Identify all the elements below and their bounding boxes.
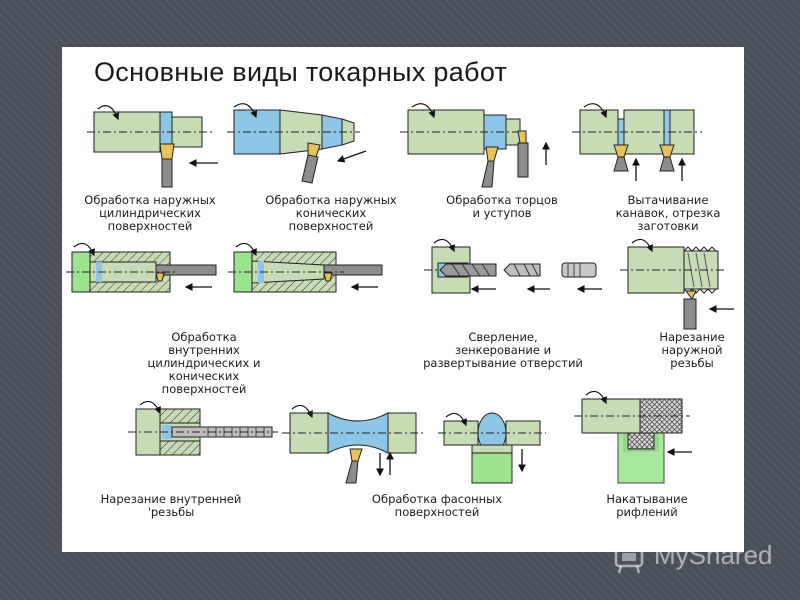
fig-external-cylindrical — [87, 105, 218, 188]
fig-form-turning-b — [438, 412, 546, 484]
caption-external-thread: Нарезание наружной резьбы — [659, 330, 725, 370]
caption-internal: Обработка внутренних цилиндрических и ко… — [147, 330, 261, 396]
caption-drilling: Сверление, зенкерование и развертывание … — [423, 330, 583, 370]
caption-knurling: Накатывание рифлений — [606, 492, 688, 519]
caption-form: Обработка фасонных поверхностей — [371, 492, 503, 519]
watermark-text: MyShared — [654, 540, 773, 570]
fig-internal-boring-b — [228, 242, 383, 293]
caption-internal-thread: Нарезание внутренней 'резьбы — [100, 492, 242, 519]
caption-facing: Обработка торцов и уступов — [446, 193, 558, 220]
fig-internal-threading — [128, 400, 278, 456]
lathe-operations-diagram — [66, 103, 734, 484]
fig-internal-boring-a — [66, 242, 217, 293]
fig-facing-shoulders — [400, 103, 550, 188]
fig-external-threading — [620, 238, 734, 330]
fig-external-conical — [227, 103, 367, 184]
caption-external-cylindrical: Обработка наружных цилиндрических поверх… — [84, 193, 216, 233]
fig-drilling — [424, 238, 602, 294]
caption-external-conical: Обработка наружных конических поверхност… — [265, 193, 397, 233]
slide: Основные виды токарных работ — [62, 47, 744, 552]
fig-grooving-parting — [572, 103, 702, 181]
caption-grooving: Вытачивание канавок, отрезка заготовки — [615, 193, 721, 233]
slide-title: Основные виды токарных работ — [94, 57, 508, 87]
watermark-logo-icon — [614, 546, 644, 574]
fig-knurling — [574, 390, 692, 484]
fig-form-turning-a — [282, 404, 424, 484]
